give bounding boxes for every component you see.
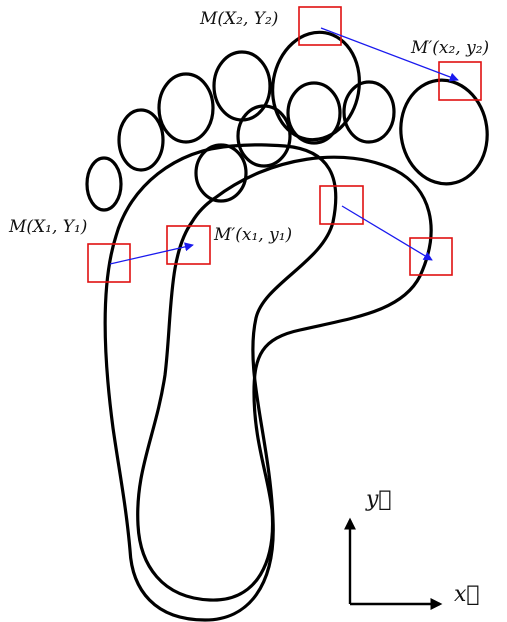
left-footprint <box>85 30 361 622</box>
point-labels: M(X₂, Y₂) M′(x₂, y₂) M(X₁, Y₁) M′(x₁, y₁… <box>8 9 489 245</box>
roi-box-m-x2-y2 <box>298 6 342 46</box>
displacement-arrows <box>109 27 459 265</box>
arrow-m2-to-mp2 <box>320 27 459 82</box>
left-sole-outline <box>103 143 338 622</box>
left-toe-pinky <box>85 156 123 212</box>
y-axis-label: y⃗ <box>365 487 392 512</box>
roi-boxes <box>87 6 482 283</box>
right-toe-third <box>286 81 342 145</box>
roi-box-mid-target <box>409 237 453 276</box>
right-sole-outline <box>136 155 433 602</box>
arrow-m1-to-mp1 <box>109 242 194 265</box>
left-toe-big <box>271 30 361 142</box>
label-m-x2-y2: M(X₂, Y₂) <box>199 9 278 29</box>
roi-box-mid-source <box>319 185 364 225</box>
left-toe-second <box>212 50 272 122</box>
right-toe-pinky <box>194 143 248 203</box>
right-toe-fourth <box>236 104 292 168</box>
roi-box-mp-x2-y2 <box>438 61 482 101</box>
left-toe-fourth <box>117 108 165 172</box>
roi-box-m-x1-y1 <box>87 243 131 283</box>
right-toe-big <box>399 78 489 186</box>
right-toe-second <box>342 80 396 144</box>
coordinate-axes: y⃗ x⃗ <box>344 487 480 610</box>
right-footprint <box>136 78 489 602</box>
label-m-x1-y1: M(X₁, Y₁) <box>8 217 87 237</box>
label-mp-x2-y2: M′(x₂, y₂) <box>410 38 489 58</box>
left-toe-third <box>157 72 215 144</box>
arrow-mid-displacement <box>341 205 433 261</box>
roi-box-mp-x1-y1 <box>166 225 211 265</box>
label-mp-x1-y1: M′(x₁, y₁) <box>213 225 292 245</box>
x-axis-label: x⃗ <box>454 582 480 607</box>
